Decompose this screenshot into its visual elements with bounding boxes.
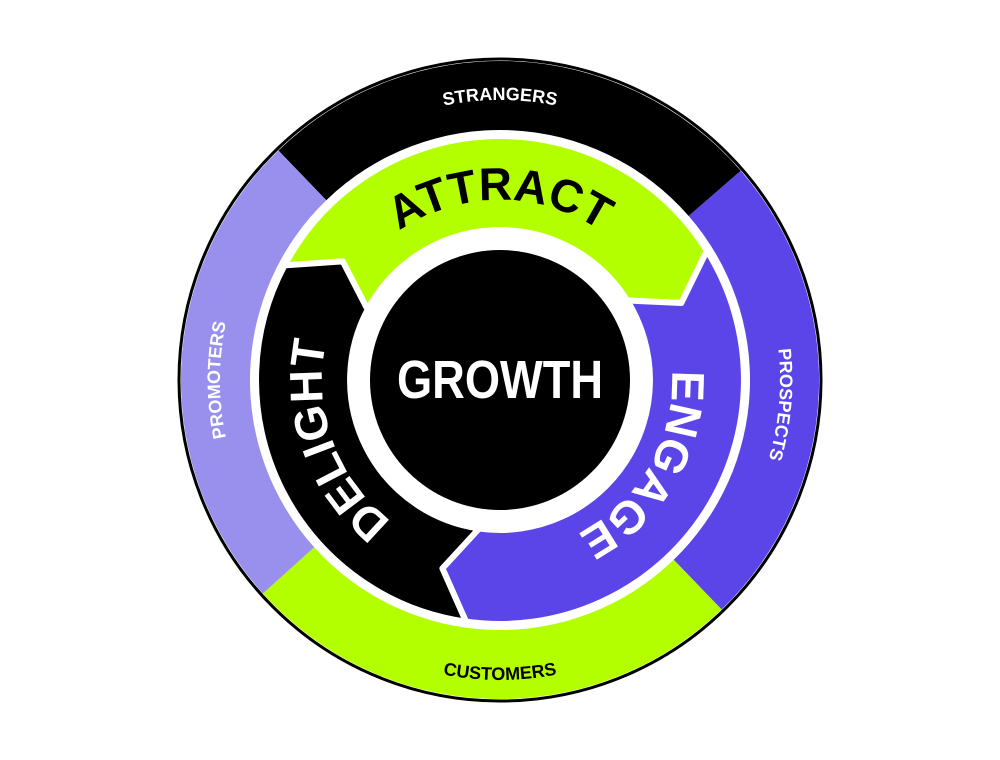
outer-segment-customers <box>262 547 722 700</box>
outer-segment-prospects <box>673 170 820 610</box>
outer-segment-strangers <box>278 60 741 216</box>
center-label: GROWTH <box>397 350 603 410</box>
center-hub <box>370 250 630 510</box>
stage-segment-engage <box>439 247 747 627</box>
stage-segment-delight <box>253 258 483 625</box>
stage-segment-attract <box>281 133 710 313</box>
outer-segment-promoters <box>180 150 327 594</box>
